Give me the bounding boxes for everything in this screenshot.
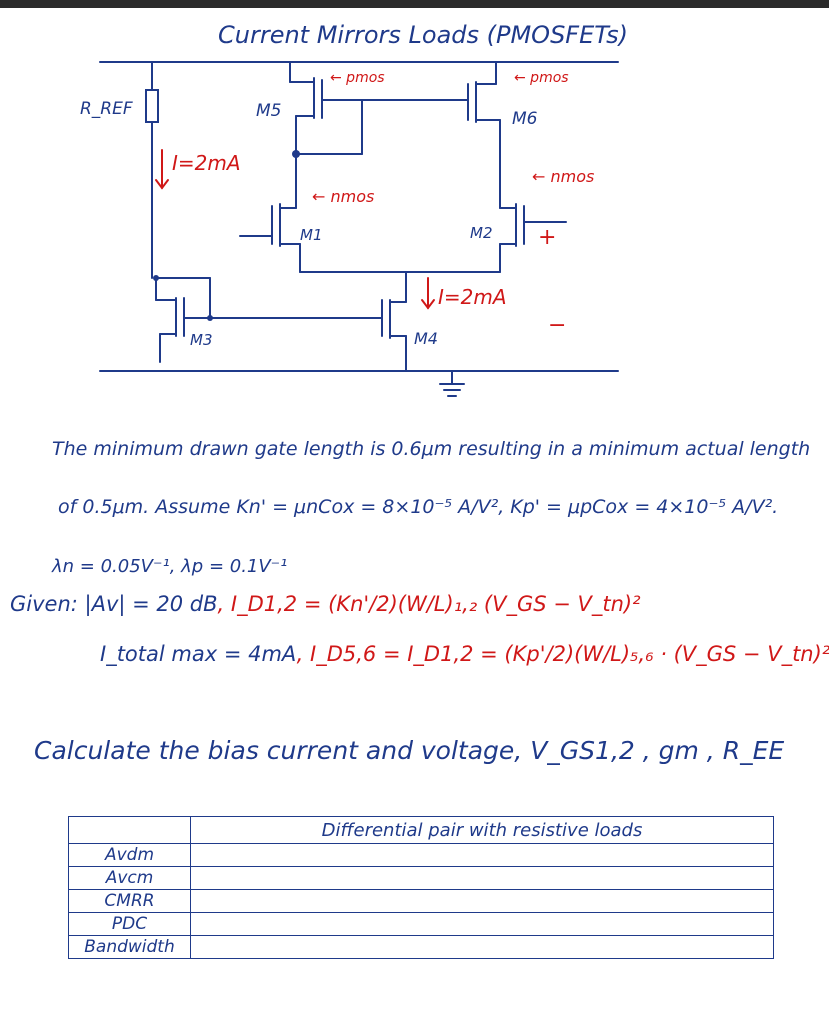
calc-line: Calculate the bias current and voltage, … — [34, 736, 785, 765]
given-av: Given: |Av| = 20 dB — [10, 592, 218, 616]
m5-label: M5 — [256, 101, 281, 121]
m6-label: M6 — [512, 109, 538, 129]
row-value — [190, 889, 774, 913]
m1-label: M1 — [300, 226, 323, 244]
given-eq-1: , I_D1,2 = (Kn'/2)(W/L)₁,₂ (V_GS − V_tn)… — [217, 592, 641, 616]
row-label: CMRR — [68, 889, 191, 913]
table-row: Avdm — [68, 843, 774, 867]
row-label: Avdm — [68, 843, 191, 867]
given-line-2: I_total max = 4mA, I_D5,6 = I_D1,2 = (Kp… — [100, 642, 829, 666]
iref-arrow-head — [155, 179, 169, 190]
row-label: Bandwidth — [68, 935, 191, 959]
row-label: PDC — [68, 912, 191, 936]
spec-table: Differential pair with resistive loads A… — [68, 816, 774, 959]
row-label: Avcm — [68, 866, 191, 890]
itail-label: I=2mA — [438, 285, 507, 309]
nmos-right-label: ← nmos — [532, 167, 594, 186]
given-line-1: Given: |Av| = 20 dB, I_D1,2 = (Kn'/2)(W/… — [10, 592, 641, 616]
top-bar — [0, 0, 829, 8]
table-row: Bandwidth — [68, 935, 774, 959]
table-row: Avcm — [68, 866, 774, 890]
pmos-right-label: ← pmos — [514, 70, 569, 86]
pmos-left-label: ← pmos — [330, 70, 385, 86]
diagram-title: Current Mirrors Loads (PMOSFETs) — [218, 21, 628, 49]
table-row: PDC — [68, 912, 774, 936]
m2-label: M2 — [470, 224, 493, 242]
iref-label: I=2mA — [172, 151, 241, 175]
minus-sign: − — [548, 313, 566, 338]
given-itotal: I_total max = 4mA — [100, 642, 297, 666]
m3-label: M3 — [190, 331, 213, 349]
problem-line-1: The minimum drawn gate length is 0.6μm r… — [52, 438, 811, 460]
m4-label: M4 — [414, 329, 438, 348]
itail-arrow-head — [421, 299, 435, 310]
table-header-row: Differential pair with resistive loads — [68, 816, 774, 844]
problem-line-2: of 0.5μm. Assume Kn' = μnCox = 8×10⁻⁵ A/… — [58, 496, 779, 518]
rref-resistor — [145, 89, 159, 123]
table-header: Differential pair with resistive loads — [190, 816, 774, 844]
row-value — [190, 912, 774, 936]
row-value — [190, 935, 774, 959]
given-eq-2: , I_D5,6 = I_D1,2 = (Kp'/2)(W/L)₅,₆ · (V… — [296, 642, 829, 666]
nmos-left-label: ← nmos — [312, 187, 374, 206]
node-gate-bus — [207, 315, 213, 321]
plus-sign: + — [538, 225, 556, 250]
row-value — [190, 843, 774, 867]
row-value — [190, 866, 774, 890]
rref-label: R_REF — [80, 99, 133, 119]
table-row: CMRR — [68, 889, 774, 913]
problem-line-3: λn = 0.05V⁻¹, λp = 0.1V⁻¹ — [52, 556, 288, 577]
table-header-empty — [68, 816, 191, 844]
